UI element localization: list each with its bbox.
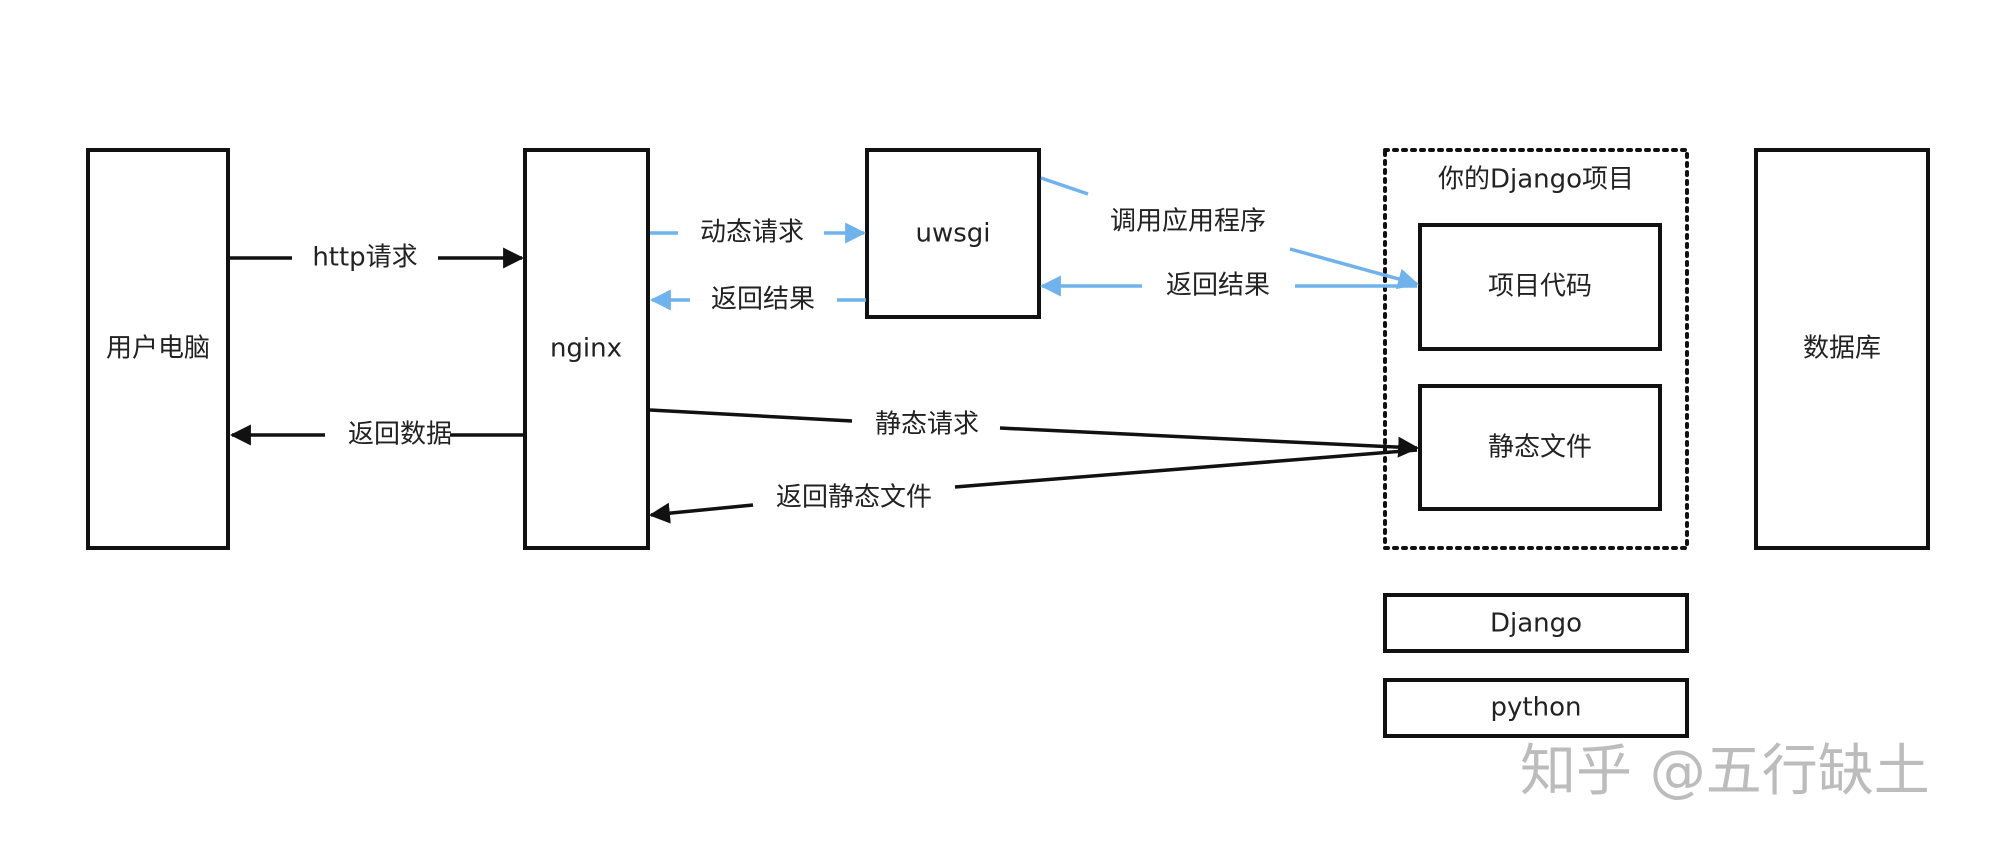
database-node: 数据库 (1754, 148, 1930, 550)
uwsgi-node: uwsgi (865, 148, 1041, 319)
edge-return-static: 返回静态文件 (648, 448, 1418, 524)
static-files-label: 静态文件 (1488, 433, 1592, 463)
uwsgi-label: uwsgi (915, 219, 990, 249)
django-node: Django (1383, 593, 1689, 653)
nginx-node: nginx (523, 148, 650, 550)
return-result-nginx-label: 返回结果 (711, 285, 815, 315)
nginx-label: nginx (550, 334, 622, 364)
edge-return-result-uwsgi: 返回结果 (1039, 271, 1417, 301)
static-request-label: 静态请求 (875, 410, 979, 440)
edge-return-result-nginx: 返回结果 (649, 285, 866, 315)
return-data-label: 返回数据 (348, 420, 452, 450)
edge-return-data: 返回数据 (229, 420, 524, 450)
django-project-group: 你的Django项目 (1383, 148, 1689, 550)
django-label: Django (1490, 609, 1582, 639)
edge-http-request: http请求 (230, 243, 525, 273)
python-node: python (1383, 678, 1689, 738)
call-app-label: 调用应用程序 (1110, 207, 1266, 237)
watermark-text: 知乎 @五行缺土 (1520, 739, 1930, 804)
edge-static-request: 静态请求 (649, 408, 1420, 458)
edge-call-app: 调用应用程序 (1040, 176, 1420, 290)
project-code-label: 项目代码 (1488, 272, 1592, 302)
return-result-uwsgi-label: 返回结果 (1166, 271, 1270, 301)
django-project-title: 你的Django项目 (1438, 165, 1634, 195)
http-request-label: http请求 (312, 243, 417, 273)
static-files-node: 静态文件 (1418, 384, 1662, 511)
dynamic-request-label: 动态请求 (700, 218, 804, 248)
return-static-label: 返回静态文件 (776, 483, 932, 513)
user-pc-label: 用户电脑 (106, 334, 210, 364)
edge-dynamic-request: 动态请求 (650, 218, 867, 248)
user-pc-node: 用户电脑 (86, 148, 230, 550)
python-label: python (1491, 693, 1582, 723)
project-code-node: 项目代码 (1418, 223, 1662, 351)
database-label: 数据库 (1803, 334, 1881, 364)
